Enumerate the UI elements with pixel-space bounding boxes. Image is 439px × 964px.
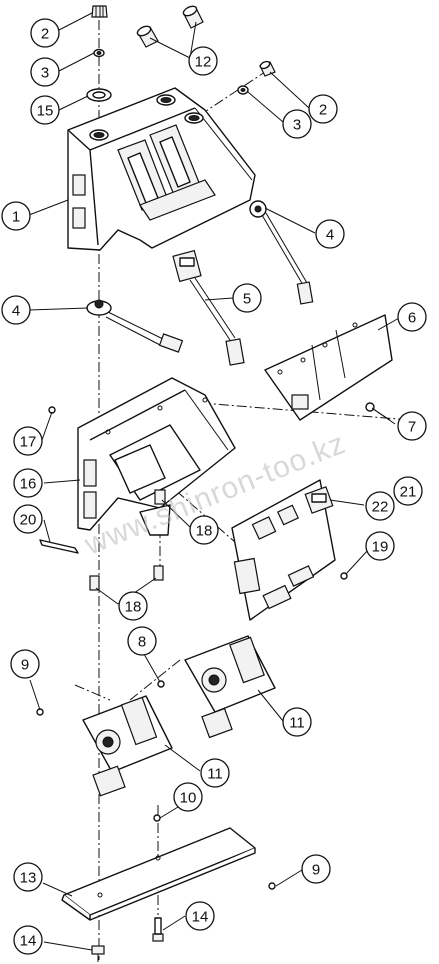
callout-c19: 19 [365, 531, 395, 561]
sensor-harness-left [86, 299, 184, 353]
callout-c14b: 14 [185, 901, 215, 931]
clip-20 [39, 539, 79, 554]
washer-top-left [93, 48, 105, 58]
chassis-bracket [77, 377, 236, 536]
board-connector [304, 486, 334, 514]
callout-c9b: 9 [301, 854, 331, 884]
svg-text:18: 18 [196, 523, 213, 540]
callout-c17: 17 [13, 426, 43, 456]
connector-harness [172, 249, 245, 366]
svg-text:6: 6 [408, 310, 416, 327]
callout-c9a: 9 [10, 649, 40, 679]
grommet [86, 88, 112, 102]
svg-text:20: 20 [20, 512, 37, 529]
bolt-left [91, 945, 105, 962]
svg-text:12: 12 [195, 54, 212, 71]
bolt-right [152, 917, 164, 942]
knob-top-left [91, 5, 108, 18]
svg-text:9: 9 [21, 657, 29, 674]
svg-text:21: 21 [400, 484, 417, 501]
callout-c11b: 11 [282, 707, 312, 737]
base-plate [61, 827, 256, 921]
control-housing [67, 87, 256, 251]
callout-c2a: 2 [30, 18, 60, 48]
callout-c7: 7 [397, 411, 427, 441]
svg-text:11: 11 [289, 715, 305, 732]
svg-text:14: 14 [192, 909, 209, 926]
callout-c18a: 18 [189, 515, 219, 545]
svg-text:3: 3 [293, 117, 301, 134]
callout-c11a: 11 [200, 758, 230, 788]
svg-text:16: 16 [20, 476, 37, 493]
svg-text:13: 13 [20, 870, 37, 887]
screw-19 [340, 572, 348, 580]
mounting-plate [264, 314, 393, 421]
svg-text:15: 15 [37, 103, 54, 120]
callout-c18b: 18 [118, 591, 148, 621]
control-board [231, 479, 336, 621]
callout-c8: 8 [127, 626, 157, 656]
callout-c1: 1 [1, 201, 31, 231]
svg-text:7: 7 [408, 419, 416, 436]
screw-10 [153, 814, 161, 822]
svg-text:19: 19 [372, 539, 389, 556]
lever-module-left [82, 695, 173, 797]
svg-text:4: 4 [12, 303, 20, 320]
svg-text:2: 2 [319, 102, 327, 119]
svg-text:5: 5 [243, 291, 251, 308]
lever-module-right [184, 635, 276, 739]
lever-caps [136, 5, 204, 48]
callout-c3a: 3 [30, 57, 60, 87]
callout-c20: 20 [13, 504, 43, 534]
svg-text:11: 11 [207, 766, 223, 783]
svg-text:8: 8 [138, 634, 146, 651]
svg-text:3: 3 [41, 65, 49, 82]
callout-c5: 5 [232, 283, 262, 313]
callout-c14a: 14 [13, 925, 43, 955]
callout-c13: 13 [13, 862, 43, 892]
svg-text:10: 10 [180, 790, 197, 807]
svg-text:17: 17 [20, 434, 37, 451]
svg-text:4: 4 [326, 227, 334, 244]
callout-c4a: 4 [315, 219, 345, 249]
svg-text:22: 22 [372, 499, 389, 516]
svg-text:9: 9 [312, 862, 320, 879]
svg-text:2: 2 [41, 26, 49, 43]
svg-text:1: 1 [12, 209, 20, 226]
sensor-harness-right [249, 200, 314, 305]
callout-c4b: 4 [1, 295, 31, 325]
callout-c3b: 3 [282, 109, 312, 139]
callout-c16: 16 [13, 468, 43, 498]
callout-c2b: 2 [308, 94, 338, 124]
svg-text:14: 14 [20, 933, 37, 950]
svg-text:18: 18 [125, 599, 142, 616]
screw-8 [157, 680, 165, 688]
callout-c22: 22 [365, 491, 395, 521]
callout-c12: 12 [188, 46, 218, 76]
callout-c15: 15 [30, 95, 60, 125]
screw-9-right [268, 882, 276, 890]
standoffs [89, 489, 166, 591]
callout-c6: 6 [397, 302, 427, 332]
callout-c21: 21 [393, 476, 423, 506]
callout-bubbles: 2 3 15 12 2 3 1 4 4 5 6 7 17 16 20 18 22… [1, 18, 427, 955]
callout-c10: 10 [173, 782, 203, 812]
